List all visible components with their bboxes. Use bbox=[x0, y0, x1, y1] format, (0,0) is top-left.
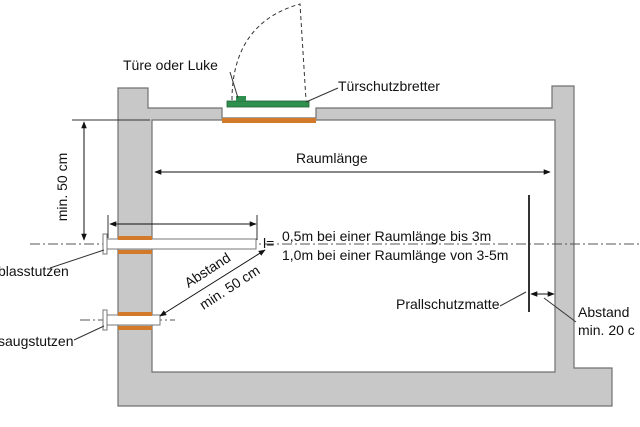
blow-pipe-sleeve-bottom bbox=[118, 250, 152, 254]
suction-pipe-sleeve-top bbox=[118, 312, 152, 316]
room-length-label: Raumlänge bbox=[296, 150, 368, 166]
blow-pipe bbox=[105, 238, 257, 250]
blow-nozzle-leader bbox=[49, 249, 105, 269]
nozzle-spacing-dimension bbox=[159, 249, 266, 317]
suction-nozzle-leader bbox=[73, 325, 105, 341]
door-protection-board bbox=[226, 100, 310, 108]
door-leader-line bbox=[229, 71, 239, 99]
l-rule-line-1: 0,5m bei einer Raumlänge bis 3m bbox=[282, 228, 492, 244]
door-boards-label: Türschutzbretter bbox=[338, 78, 440, 94]
blow-pipe-flange bbox=[102, 233, 108, 255]
door-swing-arc bbox=[231, 3, 307, 101]
room-wall bbox=[117, 85, 613, 407]
suction-pipe-sleeve-bottom bbox=[118, 326, 152, 330]
suction-pipe-flange bbox=[102, 309, 108, 331]
suction-pipe bbox=[105, 314, 161, 326]
l-rule-line-2: 1,0m bei einer Raumlänge von 3-5m bbox=[282, 247, 509, 263]
l-symbol: l= bbox=[263, 235, 275, 251]
vertical-spacing-label: min. 50 cm bbox=[54, 152, 71, 222]
blow-nozzle-label: blasstutzen bbox=[0, 263, 69, 279]
blow-pipe-sleeve-top bbox=[118, 236, 152, 240]
door-sill-board bbox=[222, 118, 316, 123]
suction-nozzle-label: saugstutzen bbox=[0, 333, 74, 349]
impact-mat-label: Prallschutzmatte bbox=[396, 296, 500, 312]
door-label: Türe oder Luke bbox=[123, 57, 218, 73]
impact-mat-leader bbox=[499, 291, 527, 307]
door-hinge bbox=[236, 96, 246, 101]
mat-spacing-leader bbox=[543, 297, 577, 323]
boards-leader-line bbox=[305, 87, 339, 103]
mat-spacing-label-2: min. 20 c bbox=[578, 322, 635, 338]
mat-spacing-label-1: Abstand bbox=[578, 304, 630, 320]
